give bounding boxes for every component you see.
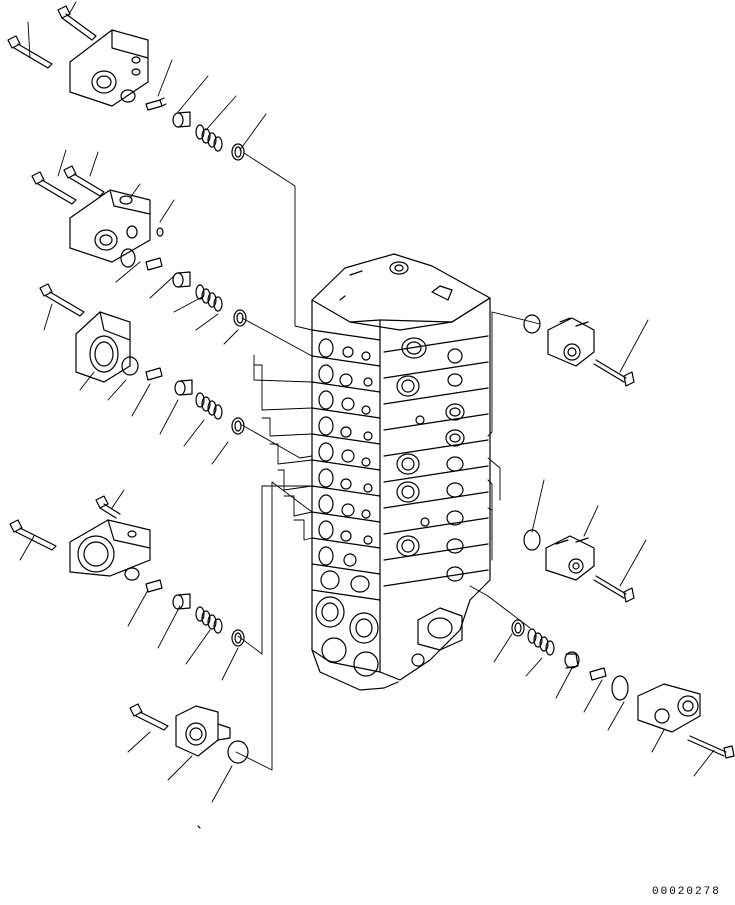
seal-ring xyxy=(234,310,246,326)
seal-ring xyxy=(512,620,524,636)
mounting-bolt xyxy=(688,736,734,758)
mounting-bolt xyxy=(96,496,120,518)
o-ring xyxy=(125,568,139,580)
callout-leader xyxy=(28,2,266,150)
mounting-bolt xyxy=(10,520,56,550)
o-ring xyxy=(228,741,248,763)
spring-seat xyxy=(173,272,190,287)
stray-mark xyxy=(198,826,200,828)
callout-leader xyxy=(44,304,228,464)
seal-ring xyxy=(232,630,244,646)
valve-cover xyxy=(638,684,700,732)
spring xyxy=(196,125,222,151)
callout-leader xyxy=(58,150,238,344)
valve-cover xyxy=(70,190,150,262)
valve-cover xyxy=(76,312,130,382)
mounting-bolt xyxy=(8,36,52,68)
spring xyxy=(528,629,554,655)
valve-cover xyxy=(70,520,150,576)
right-top-cover-assembly xyxy=(524,315,648,386)
drawing-number: 00020278 xyxy=(652,886,721,898)
fourth-cover-assembly xyxy=(10,490,244,680)
o-ring xyxy=(612,676,628,700)
seal-ring xyxy=(232,144,244,160)
mounting-bolt xyxy=(594,576,634,602)
plug xyxy=(146,368,162,380)
right-middle-cover-assembly xyxy=(524,480,646,602)
spring-seat xyxy=(175,380,192,395)
plug xyxy=(146,580,162,592)
o-ring xyxy=(524,530,540,550)
main-control-valve-body xyxy=(312,254,490,690)
steel-ball xyxy=(157,228,163,236)
plug xyxy=(590,668,606,680)
mounting-bolt xyxy=(130,704,168,730)
spring-seat xyxy=(173,112,190,127)
right-bottom-cover-assembly xyxy=(494,620,734,776)
mounting-bolt xyxy=(40,284,84,316)
o-ring xyxy=(122,357,138,375)
third-cover-assembly xyxy=(40,284,244,464)
callout-leader xyxy=(494,634,714,776)
spring-seat xyxy=(565,652,579,668)
callout-leader xyxy=(532,480,646,586)
spring xyxy=(196,393,222,419)
callout-leader xyxy=(128,732,232,802)
plug xyxy=(146,98,166,110)
mounting-bolt xyxy=(594,360,634,386)
second-cover-assembly xyxy=(32,150,246,344)
mounting-bolt xyxy=(64,166,104,196)
valve-cover xyxy=(176,706,230,756)
valve-cover xyxy=(546,536,594,580)
assembly-leader-lines xyxy=(236,153,540,770)
spring-seat xyxy=(173,594,190,609)
plug xyxy=(146,258,162,270)
o-ring xyxy=(121,90,135,102)
callout-leader xyxy=(620,320,648,372)
valve-cover xyxy=(70,30,148,106)
o-ring xyxy=(524,315,540,333)
callout-leader xyxy=(20,490,238,680)
mounting-bolt xyxy=(58,6,96,40)
spring xyxy=(196,607,222,633)
spring xyxy=(196,285,222,311)
valve-cover xyxy=(548,318,594,366)
seal-ring xyxy=(232,418,244,434)
top-cover-assembly xyxy=(8,2,266,160)
o-ring xyxy=(121,249,135,267)
bottom-left-cover-assembly xyxy=(128,704,248,828)
mounting-bolt xyxy=(32,172,76,204)
